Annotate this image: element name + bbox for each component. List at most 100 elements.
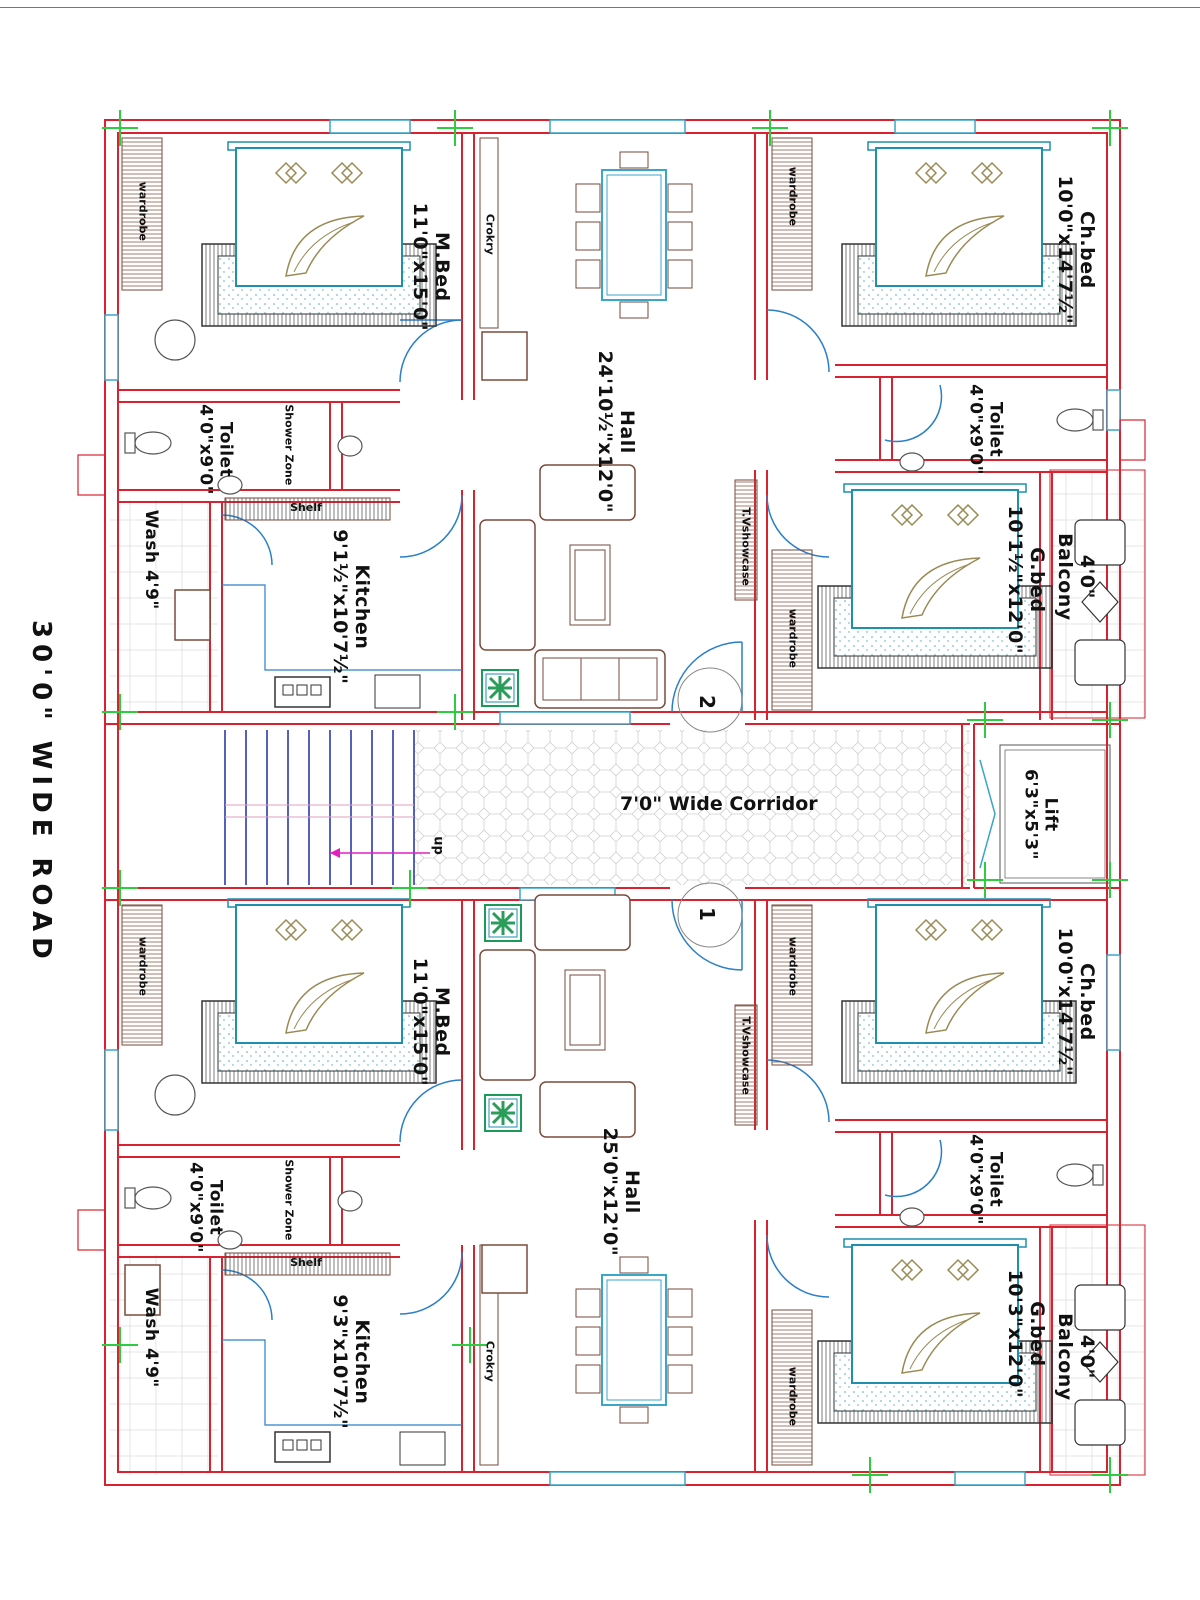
wardrobe-label-bottom-gbed: wardrobe [786,1366,800,1426]
shower-label-bottom: Shower Zone [282,1159,296,1241]
tv-label-bottom: T.Vshowcase [739,1016,753,1095]
sofa-set-top [479,464,666,709]
room-name: Ch.bed [1075,210,1098,289]
lift-size: 6'3"x5'3" [1021,769,1041,860]
bed-mbed-top [201,141,437,327]
room-size: 10'0"x14'7½" [1054,927,1076,1077]
room-size: 11'0"x15'0" [409,202,431,332]
room-name: Ch.bed [1075,962,1098,1041]
wardrobe-label-bottom-mbed: wardrobe [136,936,150,996]
room-name: Toilet [205,1179,226,1236]
room-name: G.bed [1025,547,1048,613]
ducts [77,419,1146,1251]
room-size: 4'0"x9'0" [196,404,216,495]
room-balcony-bottom: 4'0"Balcony [1053,1292,1098,1422]
lift-name: Lift [1040,797,1061,832]
room-size: 10'0"x14'7½" [1054,175,1076,325]
sofa-set-bottom [479,894,636,1138]
room-name: Toilet [985,401,1006,458]
flat-2-marker [677,667,743,733]
room-name: Toilet [985,1151,1006,1208]
corridor-tiles [415,730,970,885]
room-size: 4'0" [1075,1334,1098,1379]
plant-bottom-2 [483,1093,523,1133]
plant-bottom-1 [483,903,523,943]
room-name: M.Bed [430,987,453,1057]
bed-mbed-bottom [201,898,437,1084]
room-size: 4'0"x9'0" [966,1134,986,1225]
bed-chbed-bottom [841,898,1077,1084]
toilet-fixtures [124,319,1104,1250]
corridor-label: 7'0" Wide Corridor [620,793,818,815]
wardrobe-label-top-gbed: wardrobe [786,608,800,668]
cabinet-top [481,331,528,381]
washing-machine-bottom [124,1264,161,1316]
room-size: 9'3"x10'7½" [329,1294,351,1430]
staircase [224,730,430,885]
stair-up-label: up [430,836,446,855]
crockery-label-top: Crokry [483,213,497,255]
dining-table-top [575,151,693,319]
lift-shaft [979,744,1111,884]
flat-1-marker [677,882,743,948]
room-name: G.bed [1025,1301,1048,1367]
cabinet-bottom [481,1244,528,1294]
shelf-label-bottom: Shelf [290,1256,322,1269]
room-size: 4'0"x9'0" [966,384,986,475]
washing-machine-top [174,589,211,641]
wardrobes [121,137,813,1466]
top-border-line [0,7,1200,8]
wardrobe-label-top-mbed: wardrobe [136,181,150,241]
room-wash-top: Wash 4'9" [140,509,161,610]
doors [221,309,943,1321]
room-name: Toilet [215,421,236,478]
wardrobe-label-top-chbed: wardrobe [786,166,800,226]
tv-label-top: T.Vshowcase [739,507,753,586]
flat-2-number: 2 [694,695,719,709]
plant-top [480,668,520,708]
room-wash-bottom: Wash 4'9" [140,1287,161,1388]
room-size: 25'0"x12'0" [599,1127,621,1257]
room-size: 10'1½"x12'0" [1004,505,1026,655]
room-name: Hall [620,1169,643,1214]
shower-label-top: Shower Zone [282,404,296,486]
room-name: Hall [615,409,638,454]
balcony-furniture [1074,519,1126,1446]
room-size: 4'0" [1075,554,1098,599]
crockery-label-bottom: Crokry [483,1340,497,1382]
room-size: 4'0"x9'0" [186,1162,206,1253]
room-size: 24'10½"x12'0" [594,350,616,514]
room-name: Balcony [1054,533,1076,621]
room-size: 11'0"x15'0" [409,957,431,1087]
bed-chbed-top [841,141,1077,327]
wardrobe-label-bottom-chbed: wardrobe [786,936,800,996]
kitchen-counters [222,584,462,1426]
room-size: 10'3"x12'0" [1004,1269,1026,1399]
room-name: Balcony [1054,1313,1076,1401]
room-name: M.Bed [430,232,453,302]
stoves [274,674,446,1466]
room-name: Kitchen [350,1319,373,1405]
flat-1-number: 1 [694,907,719,921]
road-label: 30'0" WIDE ROAD [25,619,56,965]
room-balcony-top: 4'0"Balcony [1053,512,1098,642]
shelf-label-top: Shelf [290,501,322,514]
room-name: Kitchen [350,564,373,650]
room-size: 9'1½"x10'7½" [329,529,351,685]
